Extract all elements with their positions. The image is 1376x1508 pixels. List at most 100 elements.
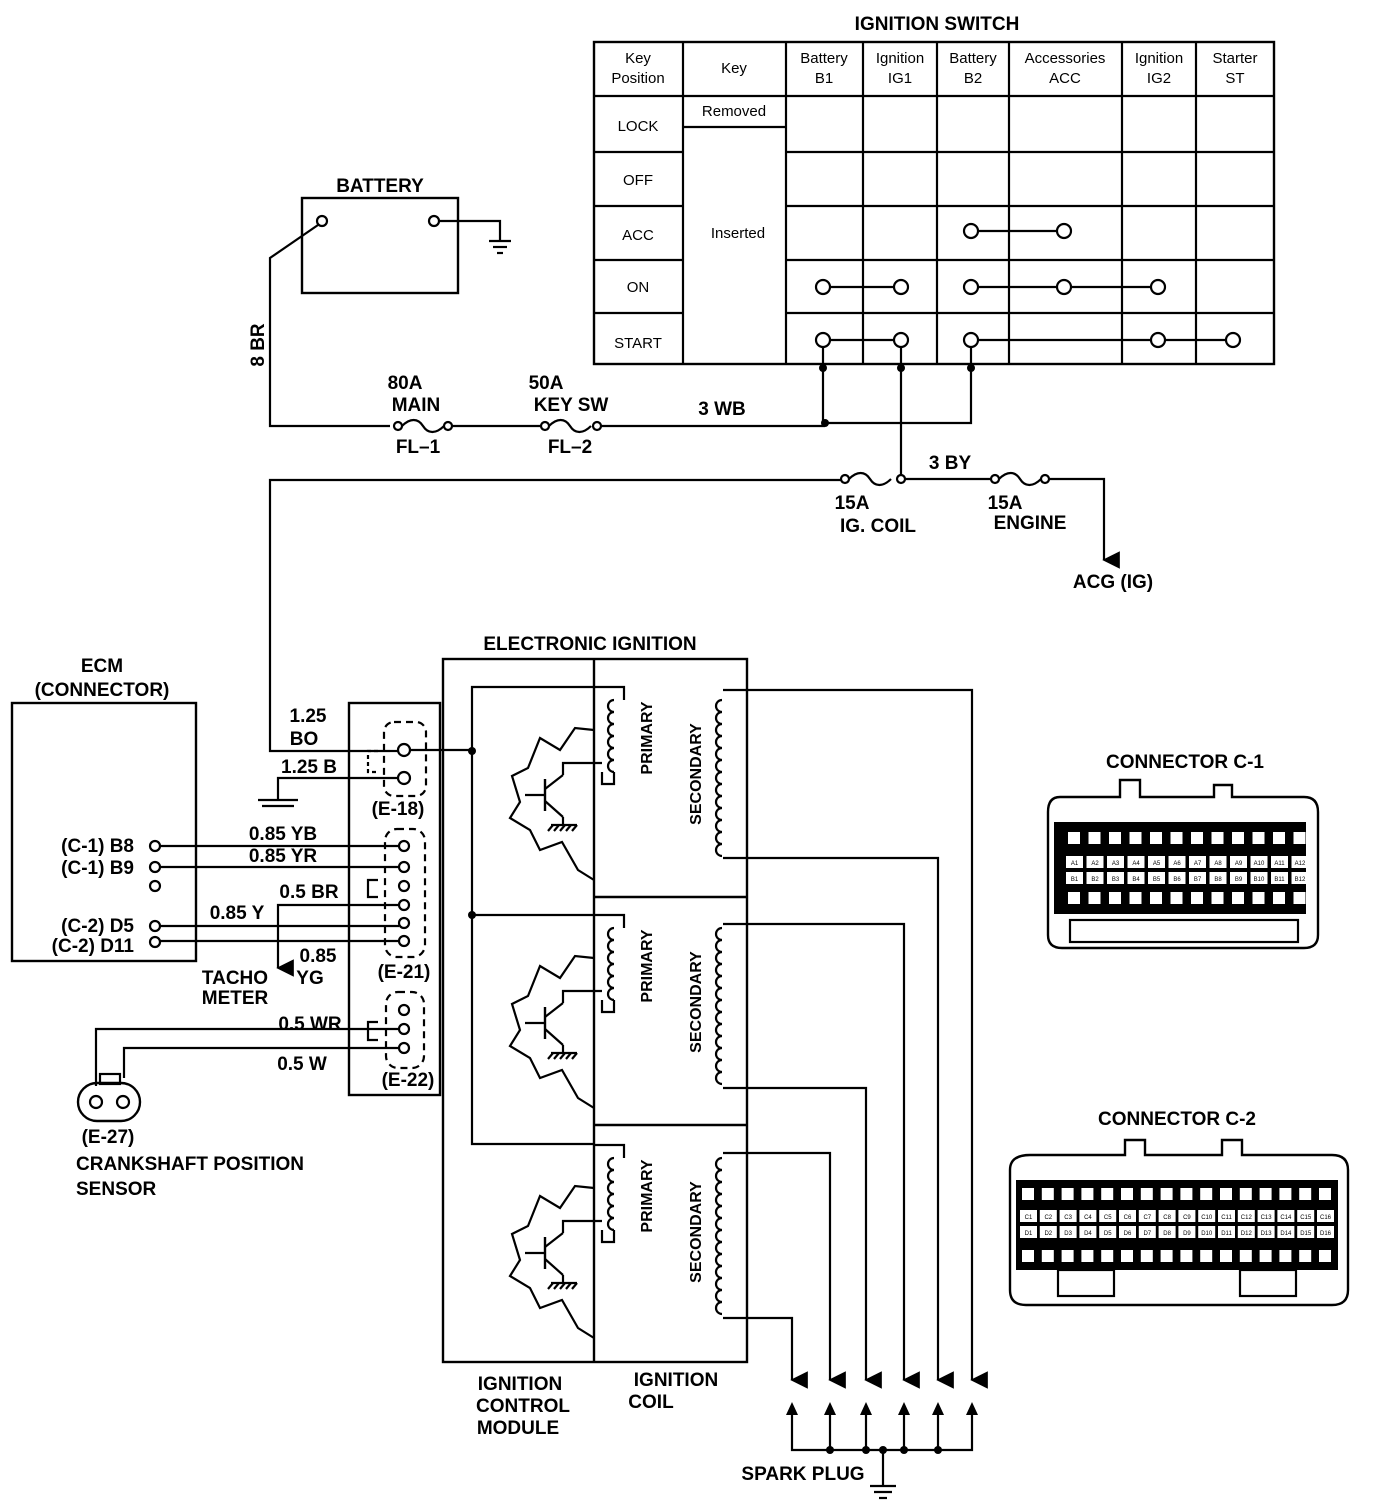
secondary-label: SECONDARY — [688, 723, 705, 825]
ecm-wiring: 1.25 BO 1.25 B 0.85 YB 0.85 YR 0.5 BR 0.… — [94, 706, 399, 1086]
connector-pin: C9 — [1183, 1215, 1191, 1221]
tacho-label: TACHO — [202, 968, 268, 989]
connector-pin: A9 — [1235, 861, 1243, 867]
connector-pin: D13 — [1261, 1231, 1273, 1237]
connector-pin: A11 — [1274, 861, 1285, 867]
ecm-pin-b8: (C-1) B8 — [61, 836, 134, 857]
connector-pin: C12 — [1241, 1215, 1253, 1221]
coil-label-2: COIL — [628, 1392, 674, 1413]
connector-c1-title: CONNECTOR C-1 — [1106, 752, 1264, 773]
connector-pin: B9 — [1235, 877, 1243, 883]
connector-pin: C10 — [1201, 1215, 1213, 1221]
connector-pin: A5 — [1153, 861, 1161, 867]
connector-pin: A8 — [1214, 861, 1222, 867]
primary-label: PRIMARY — [639, 1159, 656, 1233]
connector-pin: C11 — [1221, 1215, 1232, 1221]
fuse-main-name: MAIN — [392, 395, 441, 416]
acg-label: ACG (IG) — [1073, 572, 1153, 593]
ignition-switch-title: IGNITION SWITCH — [855, 14, 1020, 35]
connector-pin: A1 — [1071, 861, 1079, 867]
connector-pin: D8 — [1163, 1231, 1171, 1237]
connector-pin: B12 — [1295, 877, 1306, 883]
wire-w-label: 0.5 W — [277, 1054, 327, 1075]
wire-yg-gauge: 0.85 — [300, 946, 337, 967]
wire-8br-label: 8 BR — [248, 323, 269, 367]
position-on: ON — [627, 279, 650, 296]
primary-label: PRIMARY — [639, 929, 656, 1003]
connector-pin: D2 — [1044, 1231, 1052, 1237]
fuse-main: 80A MAIN FL–1 — [388, 373, 454, 458]
wire-y-label: 0.85 Y — [210, 903, 265, 924]
ecm-pin-d5: (C-2) D5 — [61, 916, 134, 937]
wire-yg-color: YG — [296, 968, 323, 989]
connector-pin: C5 — [1104, 1215, 1112, 1221]
connector-pin: D11 — [1221, 1231, 1232, 1237]
table-header: Key — [721, 60, 747, 77]
ecm-pin-d11: (C-2) D11 — [52, 936, 135, 957]
connector-pin: A4 — [1132, 861, 1140, 867]
connector-e22-label: (E-22) — [382, 1070, 435, 1091]
position-off: OFF — [623, 172, 653, 189]
connector-pin: D15 — [1300, 1231, 1312, 1237]
ig-feed: 3 BY 15A IG. COIL 15A ENGINE ACG (IG) — [268, 453, 1153, 753]
wire-br-label: 0.5 BR — [279, 882, 338, 903]
connector-pin: D5 — [1104, 1231, 1112, 1237]
connector-pin: D9 — [1183, 1231, 1191, 1237]
connector-pin: D16 — [1320, 1231, 1332, 1237]
fuse-keysw-id: FL–2 — [548, 437, 592, 458]
connector-pin: C16 — [1320, 1215, 1332, 1221]
crank-sensor-label: CRANKSHAFT POSITION — [76, 1154, 304, 1175]
connector-pin: B1 — [1071, 877, 1079, 883]
fuse-keysw-rating: 50A — [529, 373, 564, 394]
connector-pin: B8 — [1214, 877, 1222, 883]
connector-pin: D14 — [1280, 1231, 1292, 1237]
fuse-main-rating: 80A — [388, 373, 423, 394]
spark-plug-gaps — [786, 1402, 978, 1500]
ground-icon — [258, 798, 298, 808]
connector-pin: A7 — [1194, 861, 1202, 867]
wire-bo-gauge: 1.25 — [290, 706, 327, 727]
connector-pin: B7 — [1194, 877, 1202, 883]
key-inserted: Inserted — [711, 225, 765, 242]
connector-pin: C15 — [1300, 1215, 1312, 1221]
connector-pin: C6 — [1124, 1215, 1132, 1221]
connector-pin: C3 — [1064, 1215, 1072, 1221]
wire-3wb-label: 3 WB — [698, 399, 746, 420]
connector-pin: D3 — [1064, 1231, 1072, 1237]
connector-pin: B11 — [1274, 877, 1285, 883]
module-label-2: CONTROL — [476, 1396, 570, 1417]
crank-sensor-label-2: SENSOR — [76, 1179, 157, 1200]
connector-pin: A3 — [1112, 861, 1120, 867]
module-label-3: MODULE — [477, 1418, 559, 1439]
switch-connections — [814, 222, 1242, 349]
connector-block: (E-18) (E-21) (E-22) — [347, 701, 442, 1097]
spark-plug-leads: SPARK PLUG — [723, 688, 988, 1500]
secondary-label: SECONDARY — [688, 1181, 705, 1283]
wire-wr-label: 0.5 WR — [278, 1014, 342, 1035]
wire-b-label: 1.25 B — [281, 757, 337, 778]
coil-label: IGNITION — [634, 1370, 718, 1391]
connector-c2-title: CONNECTOR C-2 — [1098, 1109, 1256, 1130]
connector-pin: A10 — [1254, 861, 1265, 867]
fuse-engine-rating: 15A — [988, 493, 1023, 514]
connector-pin: C1 — [1025, 1215, 1033, 1221]
ground-icon — [489, 239, 511, 255]
connector-pin: C4 — [1084, 1215, 1092, 1221]
connector-pin: B2 — [1091, 877, 1099, 883]
fuse-main-id: FL–1 — [396, 437, 441, 458]
primary-label: PRIMARY — [639, 701, 656, 775]
connector-pin: A12 — [1295, 861, 1306, 867]
spark-plug-label: SPARK PLUG — [741, 1464, 864, 1485]
key-removed: Removed — [702, 103, 766, 120]
connector-e21-label: (E-21) — [378, 962, 431, 983]
fuse-key-sw: 50A KEY SW FL–2 — [529, 373, 609, 458]
position-acc: ACC — [622, 227, 654, 244]
